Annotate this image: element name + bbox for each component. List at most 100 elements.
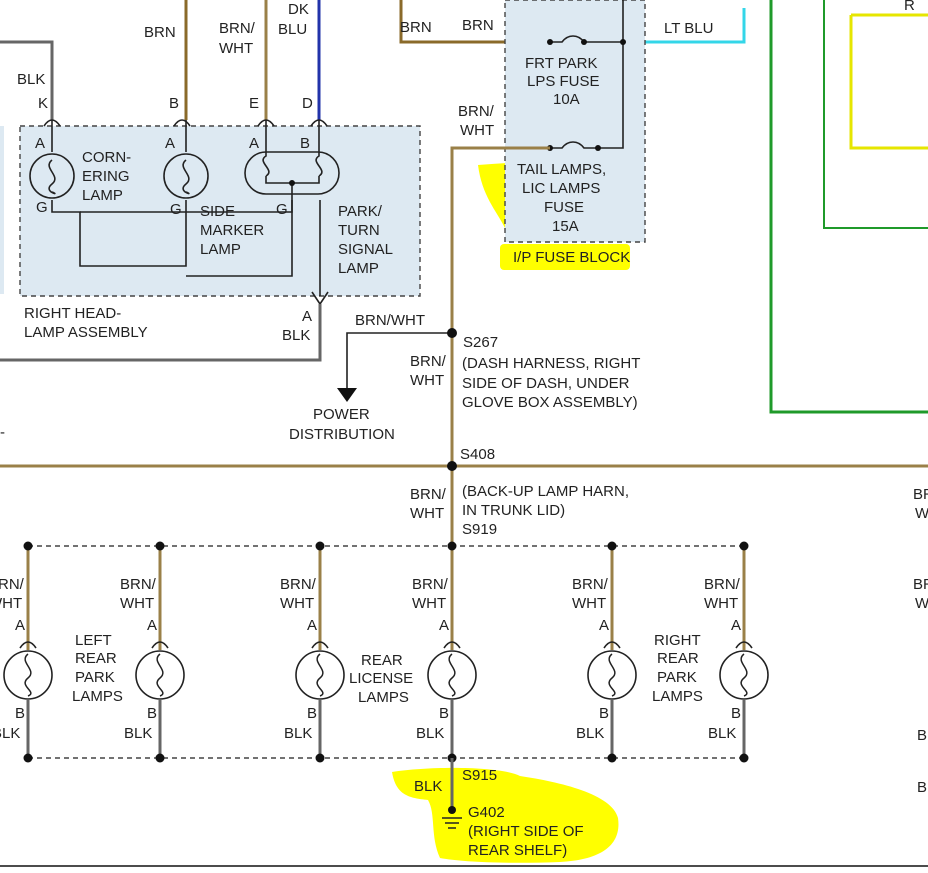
fuse-block-label: I/P FUSE BLOCK [513, 249, 630, 266]
pin-label: B [300, 135, 310, 152]
pin-label: G [170, 201, 182, 218]
wire-label: BRN/ [458, 103, 495, 120]
wire-label: BLK [414, 778, 442, 795]
cornering-lamp-bulb [29, 153, 75, 199]
edge-label: W [915, 595, 928, 612]
lamp-label: LAMPS [652, 688, 703, 705]
rear-lamp-bulb [135, 650, 185, 700]
fuse-tail-lamps [550, 141, 598, 149]
wire-label: BRN/ [410, 486, 447, 503]
pin-label: B [731, 705, 741, 722]
adjacent-assembly-edge [0, 126, 4, 294]
bus-junction [739, 541, 749, 551]
pin-label: A [307, 617, 317, 634]
highlight-ground [392, 767, 619, 863]
wire-label: BRN/WHT [355, 312, 425, 329]
wire-label: BLK [576, 725, 604, 742]
power-label: DISTRIBUTION [289, 426, 395, 443]
pin-label: B [439, 705, 449, 722]
splice-desc: SIDE OF DASH, UNDER [462, 375, 630, 392]
lamp-label: MARKER [200, 222, 264, 239]
pin-label: G [276, 201, 288, 218]
ground-label: G402 [468, 804, 505, 821]
wire-label: WHT [704, 595, 738, 612]
rear-lamp-bulb [719, 650, 769, 700]
pin-label: B [147, 705, 157, 722]
wire-green-inner [823, 0, 928, 229]
wire-label: WHT [410, 372, 444, 389]
wire-label: BLK [124, 725, 152, 742]
assembly-label: LAMP ASSEMBLY [24, 324, 148, 341]
filament [608, 653, 616, 697]
pin-label: A [439, 617, 449, 634]
connector-arrow [443, 641, 461, 649]
splice-label: S408 [460, 446, 495, 463]
wire-label: BRN/ [704, 576, 741, 593]
lamp-label: RIGHT [654, 632, 701, 649]
wire-label: WHT [280, 595, 314, 612]
wire-label: BLK [708, 725, 736, 742]
wire-label: BLK [282, 327, 310, 344]
wire-cornering [51, 120, 187, 267]
bus-junction [607, 753, 617, 763]
lamp-label: CORN- [82, 149, 131, 166]
bus-junction [739, 753, 749, 763]
wire-label: DK [288, 1, 309, 18]
lamp-label: LAMP [82, 187, 123, 204]
fuse-label: TAIL LAMPS, [517, 161, 606, 178]
rear-lamp-bulb [427, 650, 477, 700]
lamp-label: LAMPS [358, 689, 409, 706]
filament [316, 653, 324, 697]
filament [448, 653, 456, 697]
side-marker-bulb [163, 153, 209, 199]
filament [156, 653, 164, 697]
lamp-label: PARK/ [338, 203, 383, 220]
filament [182, 159, 190, 195]
lamp-label: LAMP [200, 241, 241, 258]
splice-s408 [447, 461, 457, 471]
lamp-label: LAMP [338, 260, 379, 277]
fuse-label: LPS FUSE [527, 73, 600, 90]
bus-junction [315, 541, 325, 551]
pin-label: A [165, 135, 175, 152]
bus-junction [23, 541, 33, 551]
wire-label: BRN/ [280, 576, 317, 593]
fuse-label: LIC LAMPS [522, 180, 600, 197]
wire-label: BRN/ [120, 576, 157, 593]
lamp-label: LAMPS [72, 688, 123, 705]
filament [740, 653, 748, 697]
lamp-label: REAR [75, 650, 117, 667]
pin-label: E [249, 95, 259, 112]
pin-label: K [38, 95, 48, 112]
rear-lamp-bulb [3, 650, 53, 700]
wire-yellow-inner [849, 13, 928, 150]
fuse-label: FRT PARK [525, 55, 598, 72]
wire-park-ground [186, 200, 321, 296]
fuse-pin [547, 39, 553, 45]
wire-label: BRN [144, 24, 176, 41]
wire-label: WHT [572, 595, 606, 612]
pin-label: D [302, 95, 313, 112]
splice-label: S919 [462, 521, 497, 538]
wire-brn-wht-main [450, 146, 550, 546]
wire-green-frame [769, 0, 928, 414]
wire-label: BLK [416, 725, 444, 742]
lamp-label: REAR [657, 650, 699, 667]
lamp-label: ERING [82, 168, 130, 185]
connector-arrow [311, 641, 329, 649]
fuse-pin [595, 145, 601, 151]
wire-lt-blu [623, 8, 746, 44]
ground-symbol [442, 817, 462, 829]
ground-desc: (RIGHT SIDE OF [468, 823, 584, 840]
highlight-fuse-block-label [500, 244, 630, 270]
connector-arrow [151, 641, 169, 649]
splice-label: S267 [463, 334, 498, 351]
wire-label: LT BLU [664, 20, 713, 37]
connector-arrow [19, 641, 37, 649]
pin-label: B [169, 95, 179, 112]
bus-junction [607, 541, 617, 551]
splice-desc: IN TRUNK LID) [462, 502, 565, 519]
pin-label: A [599, 617, 609, 634]
pin-label: B [599, 705, 609, 722]
